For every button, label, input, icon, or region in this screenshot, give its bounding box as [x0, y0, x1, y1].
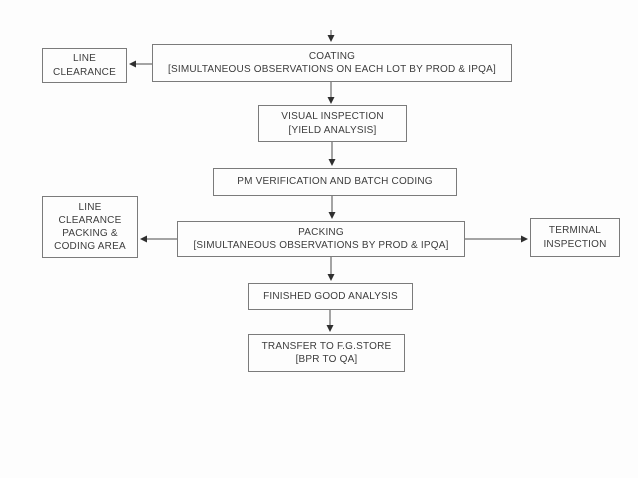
node-line-clearance-packing: LINE CLEARANCE PACKING & CODING AREA	[42, 196, 138, 258]
node-finished-good-analysis-line: FINISHED GOOD ANALYSIS	[263, 290, 398, 302]
node-line-clearance-packing-line: CLEARANCE	[58, 214, 122, 226]
node-terminal-inspection-line: INSPECTION	[543, 238, 607, 250]
node-transfer-fg-store-line: TRANSFER TO F.G.STORE	[261, 340, 392, 352]
node-line-clearance-packing-line: LINE	[78, 201, 102, 213]
node-terminal-inspection-line: TERMINAL	[548, 225, 602, 237]
node-line-clearance-packing-line: PACKING &	[62, 228, 118, 239]
node-packing-line: [SIMULTANEOUS OBSERVATIONS BY PROD & IPQ…	[193, 240, 449, 251]
node-transfer-fg-store: TRANSFER TO F.G.STORE [BPR TO QA]	[248, 334, 405, 372]
node-transfer-fg-store-line: [BPR TO QA]	[295, 354, 358, 365]
node-line-clearance-line: LINE	[72, 53, 97, 65]
node-visual-inspection-line: VISUAL INSPECTION	[281, 111, 384, 123]
node-visual-inspection-line: [YIELD ANALYSIS]	[288, 124, 377, 136]
node-finished-good-analysis: FINISHED GOOD ANALYSIS	[248, 283, 413, 310]
node-pm-verification: PM VERIFICATION AND BATCH CODING	[213, 168, 457, 196]
node-line-clearance: LINE CLEARANCE	[42, 48, 127, 83]
node-coating-line: [SIMULTANEOUS OBSERVATIONS ON EACH LOT B…	[168, 64, 496, 75]
node-coating: COATING [SIMULTANEOUS OBSERVATIONS ON EA…	[152, 44, 512, 82]
node-line-clearance-line: CLEARANCE	[53, 66, 116, 78]
node-visual-inspection: VISUAL INSPECTION [YIELD ANALYSIS]	[258, 105, 407, 142]
node-coating-line: COATING	[308, 50, 356, 62]
node-packing-line: PACKING	[298, 226, 344, 238]
node-packing: PACKING [SIMULTANEOUS OBSERVATIONS BY PR…	[177, 221, 465, 257]
node-pm-verification-line: PM VERIFICATION AND BATCH CODING	[237, 176, 433, 188]
node-terminal-inspection: TERMINAL INSPECTION	[530, 218, 620, 257]
node-line-clearance-packing-line: CODING AREA	[54, 241, 126, 253]
